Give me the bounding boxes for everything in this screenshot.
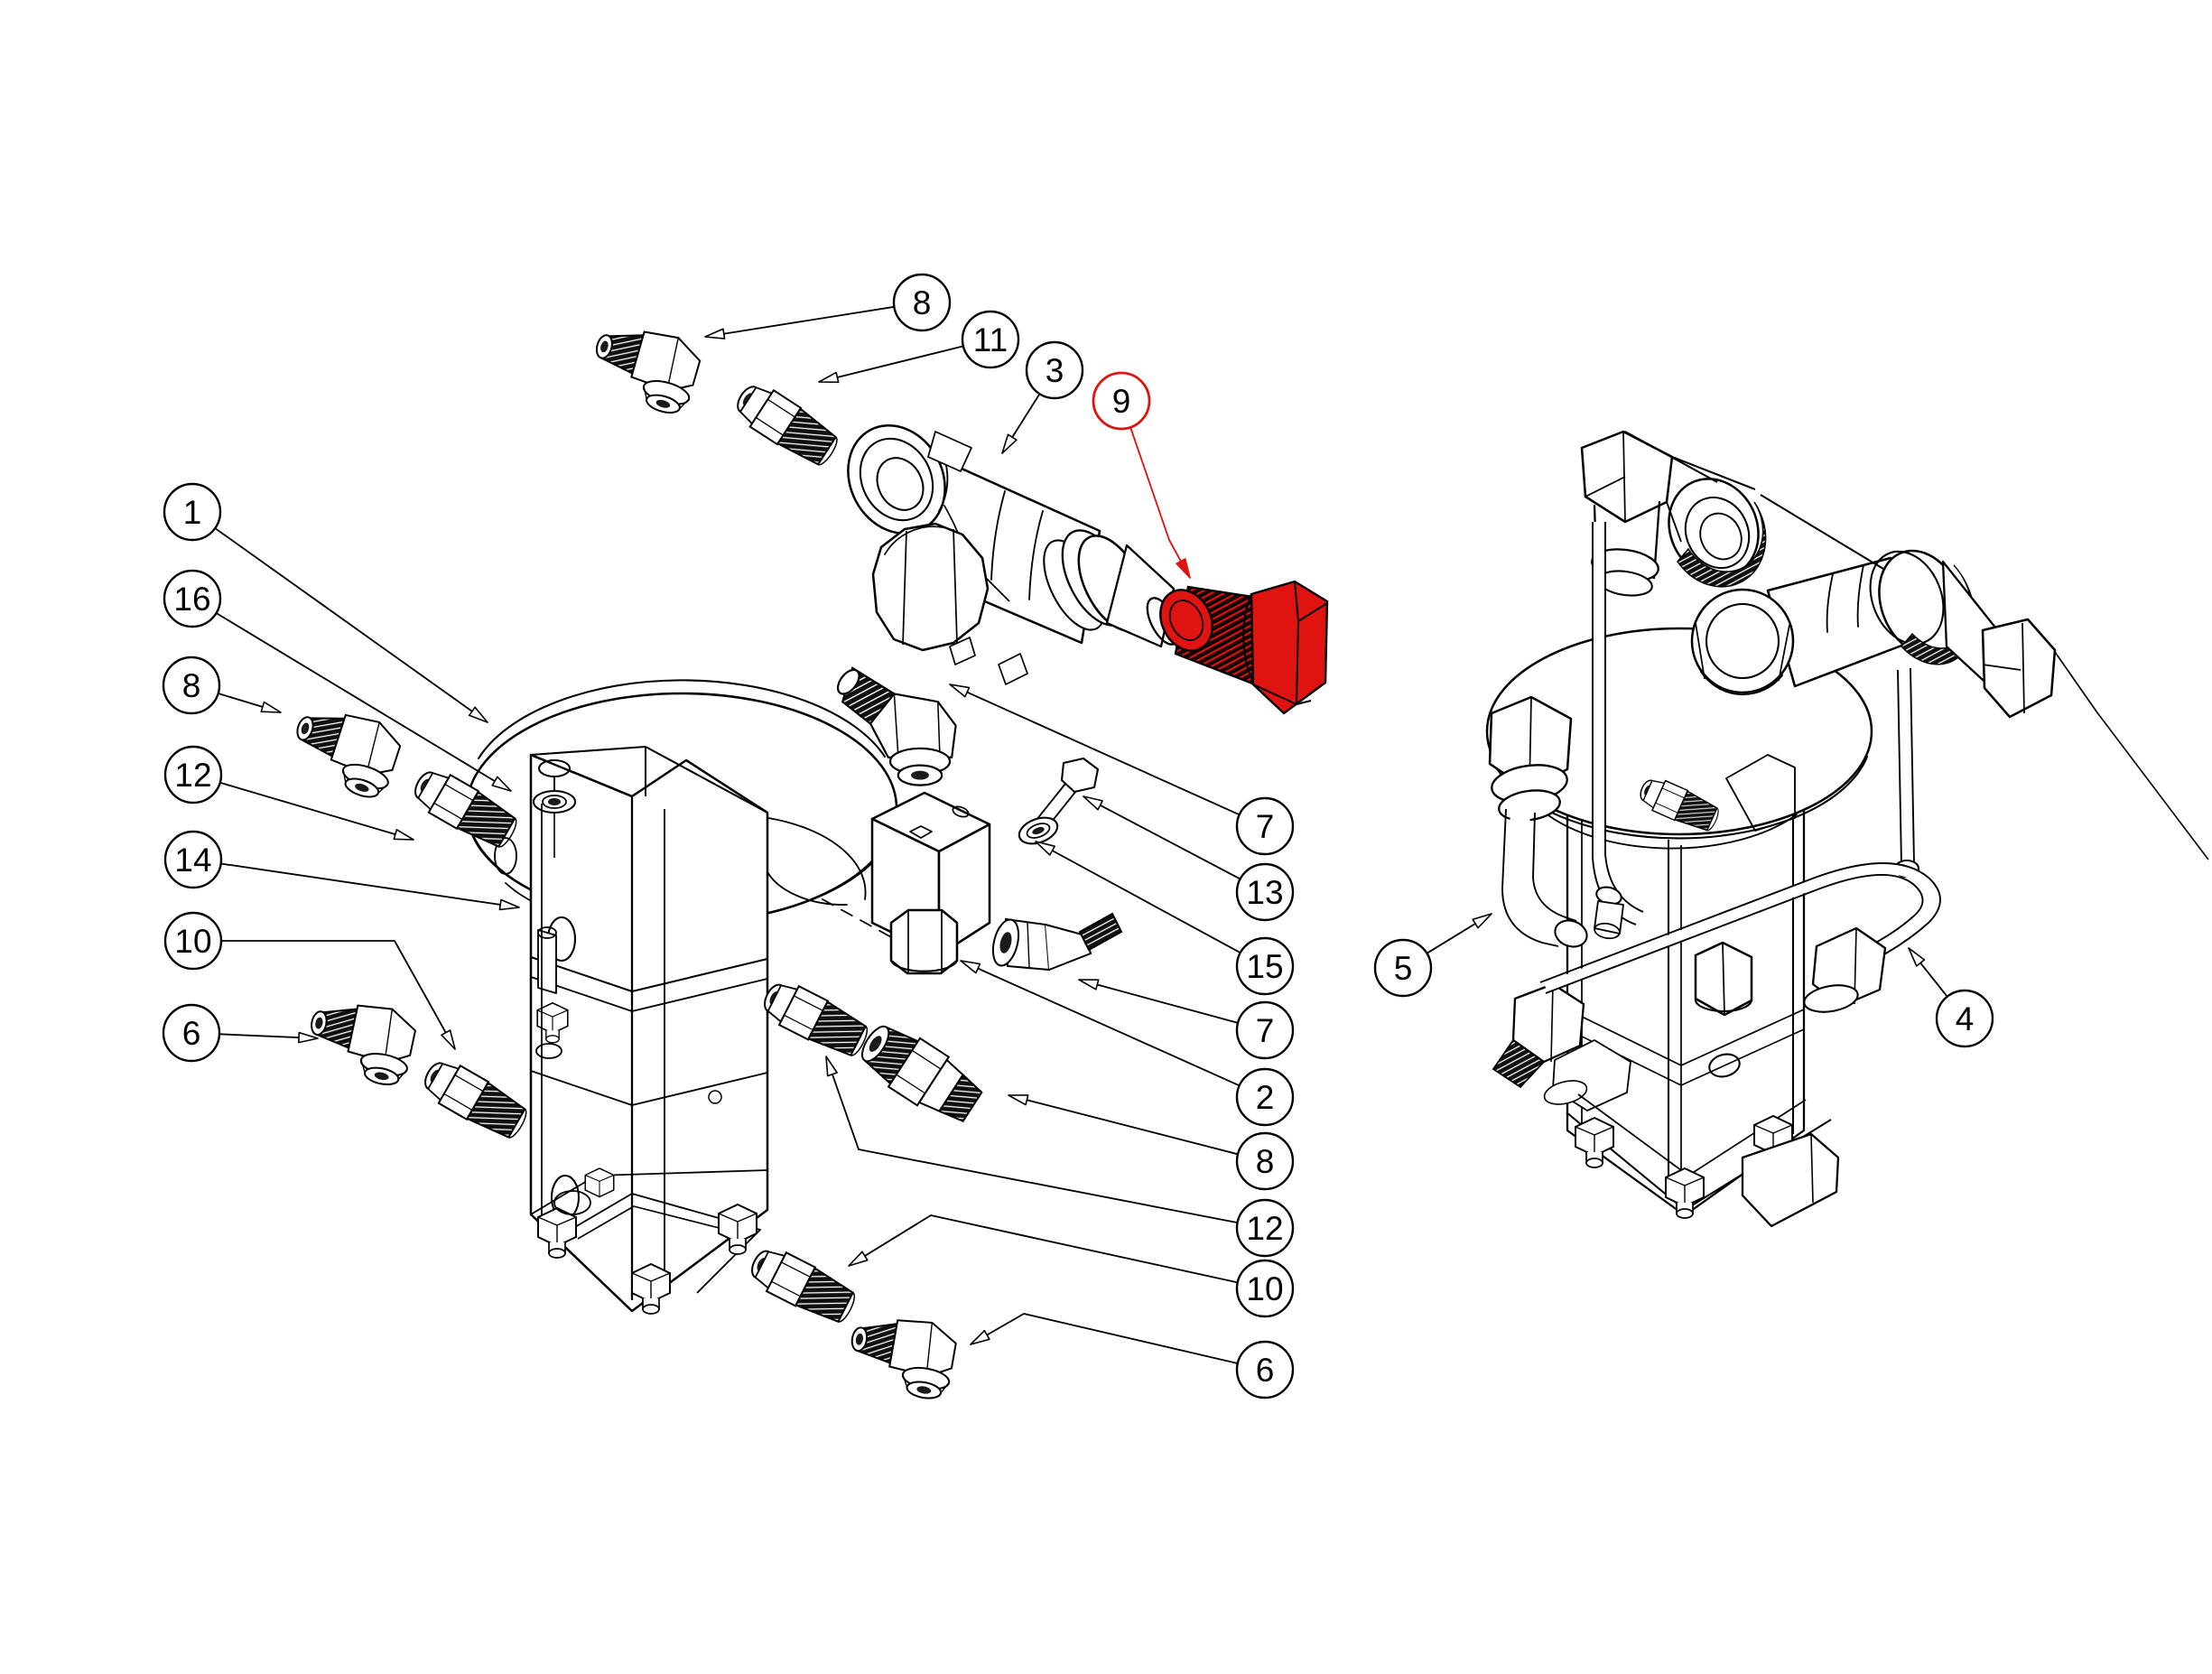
svg-text:1: 1 [183, 494, 202, 531]
svg-text:16: 16 [173, 581, 210, 618]
svg-text:8: 8 [913, 284, 932, 321]
svg-text:8: 8 [1256, 1143, 1275, 1180]
svg-text:14: 14 [174, 842, 211, 879]
svg-text:5: 5 [1394, 950, 1413, 987]
svg-text:11: 11 [973, 321, 1008, 358]
svg-text:6: 6 [182, 1015, 201, 1052]
svg-text:8: 8 [182, 667, 201, 704]
svg-text:7: 7 [1256, 1012, 1275, 1049]
svg-text:13: 13 [1246, 874, 1283, 911]
svg-text:12: 12 [174, 757, 211, 794]
svg-text:3: 3 [1046, 352, 1064, 389]
svg-text:4: 4 [1956, 1000, 1975, 1037]
svg-text:7: 7 [1256, 808, 1275, 845]
svg-text:12: 12 [1246, 1210, 1283, 1247]
svg-text:2: 2 [1256, 1079, 1275, 1116]
svg-text:10: 10 [1246, 1270, 1283, 1307]
svg-text:9: 9 [1112, 383, 1131, 420]
svg-text:6: 6 [1256, 1352, 1275, 1389]
svg-text:15: 15 [1246, 948, 1283, 985]
svg-text:10: 10 [174, 923, 211, 960]
